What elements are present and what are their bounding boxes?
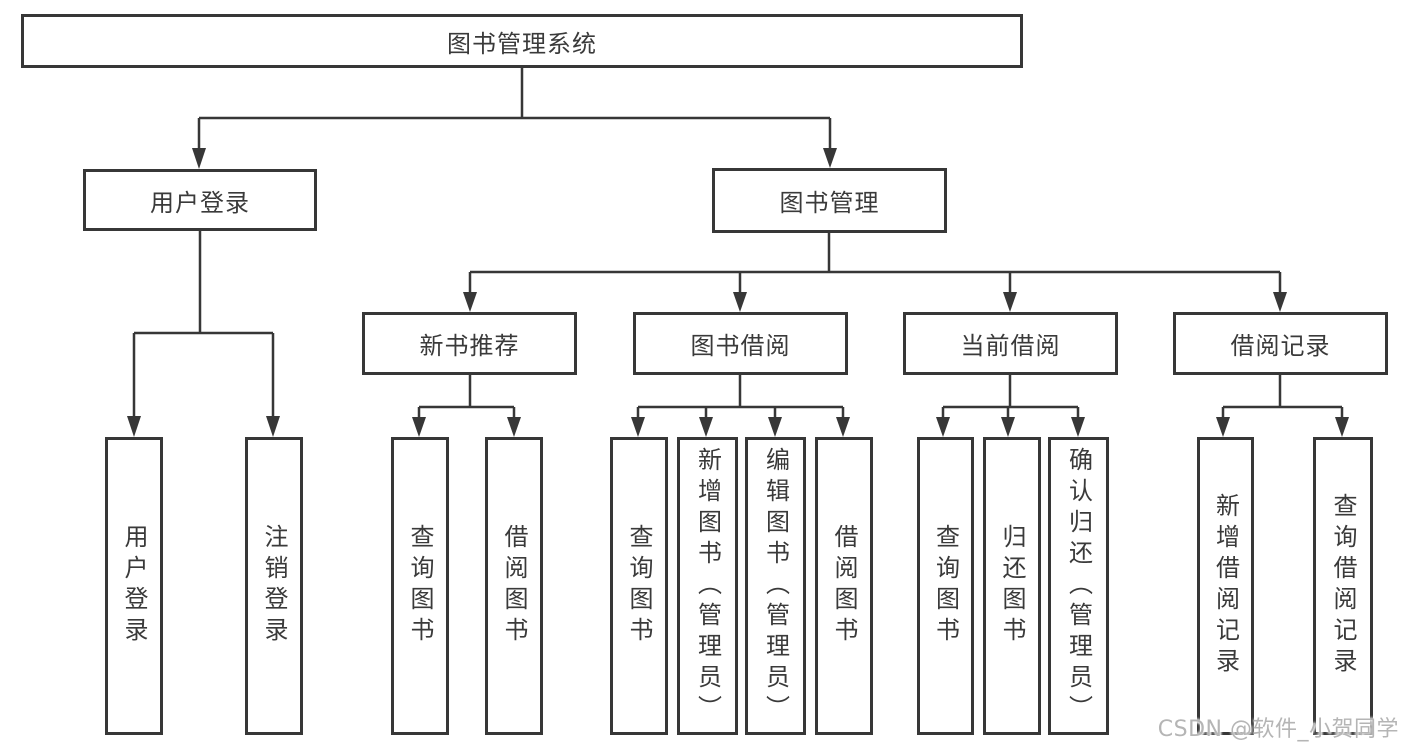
leaf-label: 查询图书: [625, 524, 653, 648]
node-label: 用户登录: [150, 188, 250, 217]
node-label: 新书推荐: [419, 332, 520, 360]
connector-root-to-level1: [197, 68, 832, 150]
leaf-user-login: 用户登录: [105, 437, 163, 735]
leaf-label: 注销登录: [260, 524, 288, 648]
arrowheads-recommend-leaves: [412, 417, 521, 437]
leaf-query-books-borrow: 查询图书: [610, 437, 668, 735]
leaf-label: 查询图书: [931, 524, 960, 648]
connector-current-to-leaves: [941, 375, 1080, 419]
node-label: 图书管理: [779, 189, 880, 217]
node-book-borrow: 图书借阅: [633, 312, 848, 375]
leaf-return-books: 归还图书: [983, 437, 1041, 735]
arrowheads-records-leaves: [1216, 417, 1349, 437]
leaf-label: 用户登录: [120, 524, 148, 648]
leaf-add-books-admin: 新增图书（管理员）: [677, 437, 738, 735]
leaf-borrow-books: 借阅图书: [815, 437, 873, 735]
node-new-book-recommend: 新书推荐: [362, 312, 577, 375]
node-label: 借阅记录: [1230, 332, 1331, 360]
leaf-label: 新增图书（管理员）: [693, 446, 722, 726]
leaf-edit-books-admin: 编辑图书（管理员）: [745, 437, 806, 735]
leaf-label: 编辑图书（管理员）: [761, 446, 790, 726]
connector-recommend-to-leaves: [417, 375, 516, 419]
leaf-label: 查询图书: [406, 524, 434, 648]
leaf-add-borrow-record: 新增借阅记录: [1197, 437, 1254, 735]
leaf-label: 查询借阅记录: [1329, 493, 1357, 679]
node-label: 当前借阅: [960, 332, 1061, 360]
leaf-logout: 注销登录: [245, 437, 303, 735]
leaf-query-borrow-record: 查询借阅记录: [1313, 437, 1373, 735]
connector-records-to-leaves: [1221, 375, 1344, 419]
leaf-label: 确认归还（管理员）: [1064, 446, 1093, 726]
node-book-management: 图书管理: [712, 168, 947, 233]
node-current-borrow: 当前借阅: [903, 312, 1118, 375]
node-user-login: 用户登录: [83, 169, 317, 231]
connector-borrow-to-leaves: [636, 375, 845, 419]
leaf-confirm-return-admin: 确认归还（管理员）: [1048, 437, 1109, 735]
node-label: 图书管理系统: [447, 29, 597, 58]
csdn-watermark: CSDN @软件_小贺同学: [1157, 717, 1399, 742]
leaf-label: 借阅图书: [830, 524, 858, 648]
node-library-system: 图书管理系统: [21, 14, 1023, 68]
node-borrow-records: 借阅记录: [1173, 312, 1388, 375]
leaf-query-books-current: 查询图书: [917, 437, 974, 735]
arrowheads-level1: [192, 148, 837, 169]
connector-mgmt-to-sections: [468, 233, 1282, 294]
arrowheads-current-leaves: [936, 417, 1085, 437]
connector-login-to-leaves: [132, 231, 275, 418]
leaf-label: 借阅图书: [500, 524, 528, 648]
leaf-label: 新增借阅记录: [1211, 493, 1240, 679]
leaf-label: 归还图书: [998, 524, 1026, 648]
arrowheads-sections: [463, 292, 1287, 312]
leaf-borrow-books-recommend: 借阅图书: [485, 437, 543, 735]
arrowheads-login-leaves: [127, 416, 280, 437]
leaf-query-books-recommend: 查询图书: [391, 437, 449, 735]
node-label: 图书借阅: [690, 332, 791, 360]
arrowheads-borrow-leaves: [631, 417, 850, 437]
